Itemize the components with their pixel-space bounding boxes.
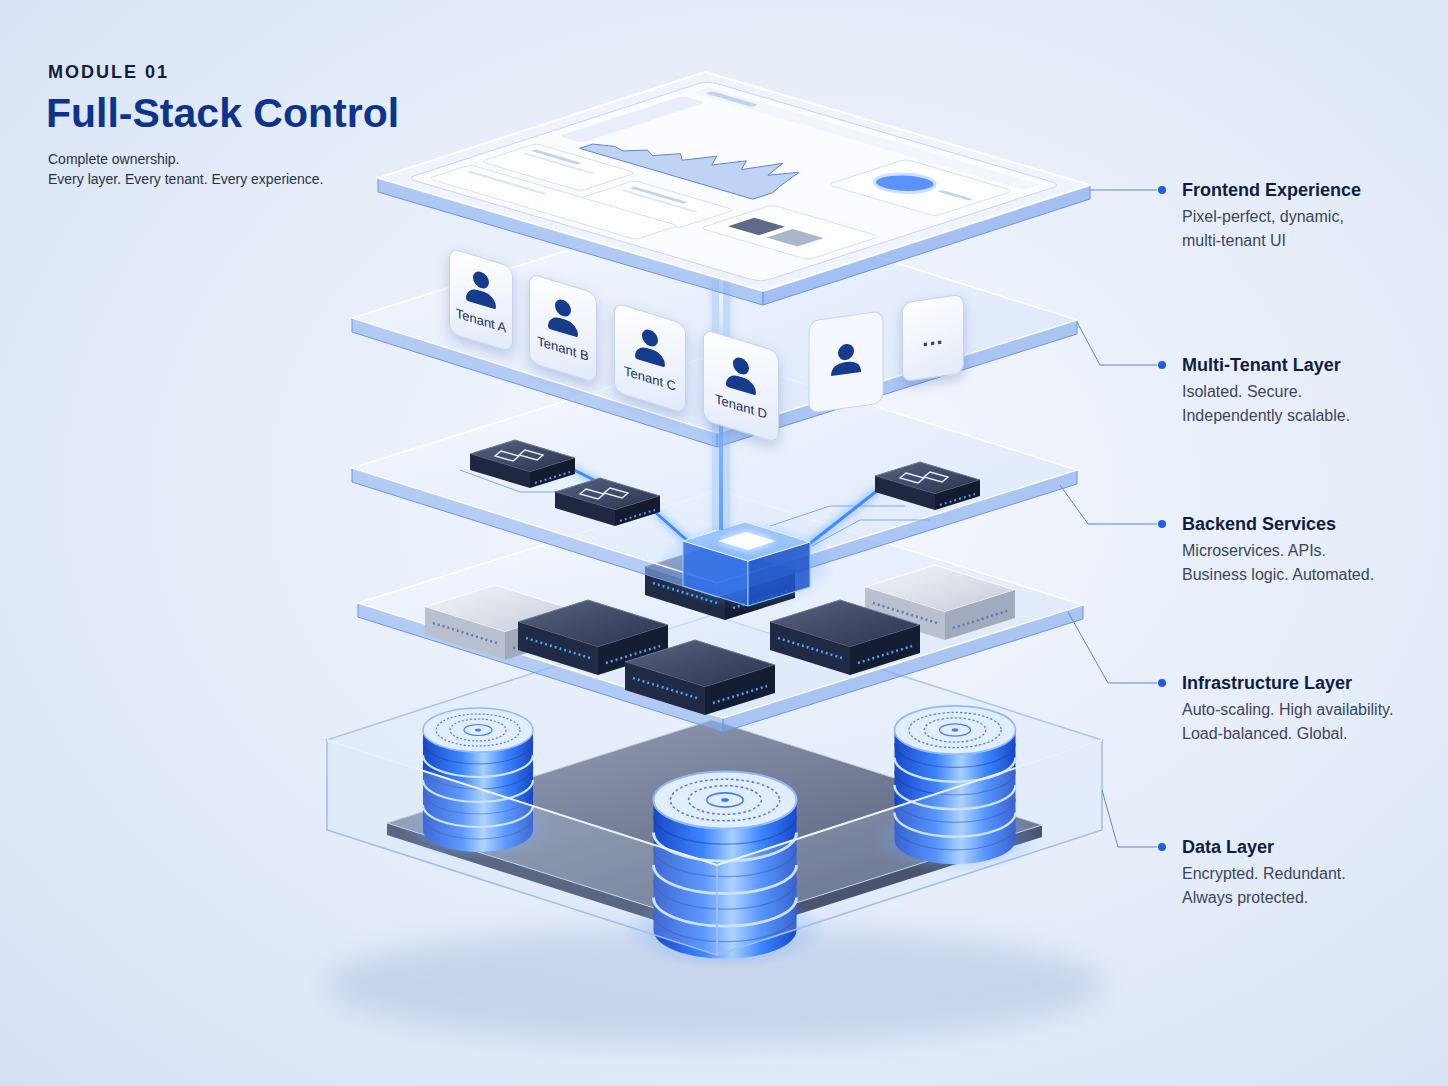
- dashboard-screen: [705, 91, 758, 107]
- leader-line: [1060, 190, 1157, 847]
- tenant-card: Tenant C: [614, 302, 686, 414]
- layer-description: Encrypted. Redundant. Always protected.: [1182, 862, 1382, 910]
- core-cube: [657, 520, 837, 610]
- layer-description: Microservices. APIs. Business logic. Aut…: [1182, 539, 1387, 587]
- callout-bullet: [1158, 520, 1166, 528]
- data-layer-wall: [327, 740, 717, 865]
- tenant-name: Tenant B: [537, 333, 588, 364]
- subtitle: Every layer. Every tenant. Every experie…: [48, 169, 323, 189]
- dashboard-screen: [428, 165, 678, 240]
- data-layer-wall: [327, 740, 717, 955]
- service-wire: [812, 520, 930, 546]
- server-unit: [625, 640, 775, 715]
- tenant-card: Tenant B: [529, 273, 597, 384]
- leader-line: [1077, 322, 1157, 365]
- subtitle: Complete ownership.: [48, 149, 180, 169]
- person-icon: [466, 286, 496, 309]
- leader-line: [1090, 190, 1157, 191]
- leader-line: [1102, 790, 1157, 847]
- layer-heading: Data Layer: [1182, 835, 1274, 859]
- layer-heading: Frontend Experience: [1182, 178, 1361, 202]
- blank-tenant-card: [831, 360, 861, 376]
- layer-heading: Infrastructure Layer: [1182, 671, 1352, 695]
- core-cube: [718, 532, 776, 550]
- server-unit: [770, 600, 920, 675]
- person-icon: [473, 270, 489, 291]
- service-module: [555, 478, 660, 526]
- callout-bullet: [1158, 843, 1166, 851]
- callout-bullet: [1158, 186, 1166, 851]
- module-label: MODULE 01: [48, 61, 169, 83]
- dashboard-screen: [700, 205, 880, 260]
- layer-description: Auto-scaling. High availability. Load-ba…: [1182, 698, 1414, 746]
- person-icon: [635, 344, 665, 367]
- service-module: [875, 462, 980, 510]
- dashboard-screen: [621, 190, 697, 213]
- dashboard-screen: [938, 190, 973, 201]
- tenant-name: Tenant A: [456, 305, 507, 335]
- person-icon: [733, 356, 749, 377]
- core-cube: [683, 522, 810, 561]
- service-wire: [808, 490, 878, 545]
- blank-tenant-card: [809, 311, 883, 413]
- tenant-card: ...: [902, 294, 964, 383]
- leader-line: [1068, 612, 1157, 683]
- dashboard-screen: [862, 170, 947, 196]
- service-module: [470, 440, 575, 488]
- diagram-title: Full-Stack Control: [46, 90, 399, 136]
- layer-heading: Backend Services: [1182, 512, 1336, 536]
- tenant-name: Tenant D: [715, 391, 767, 422]
- person-icon: [726, 372, 756, 395]
- person-icon: [642, 328, 658, 349]
- data-layer-wall: [717, 740, 1102, 865]
- core-cube: [657, 520, 837, 610]
- person-icon: [548, 314, 578, 337]
- blank-tenant-card: [809, 311, 883, 413]
- callout-bullet: [1158, 186, 1166, 194]
- callout-bullet: [1158, 361, 1166, 369]
- tenant-card: Tenant A: [449, 247, 513, 353]
- person-icon: [555, 298, 571, 319]
- dashboard-screen: [827, 159, 1013, 216]
- leader-line: [1060, 485, 1157, 524]
- layer-heading: Multi-Tenant Layer: [1182, 353, 1341, 377]
- blank-tenant-card: [838, 343, 854, 361]
- dashboard-screen: [406, 81, 1061, 282]
- dashboard-screen: [767, 229, 824, 247]
- dashboard-screen: [466, 171, 547, 195]
- layer-description: Pixel-perfect, dynamic, multi-tenant UI: [1182, 205, 1377, 253]
- data-layer-wall: [327, 740, 1102, 955]
- dashboard-screen: [406, 81, 1061, 282]
- tenant-card: Tenant D: [703, 328, 779, 443]
- callout-bullet: [1158, 679, 1166, 687]
- tenant-name: Tenant C: [624, 363, 676, 394]
- data-layer-wall: [717, 740, 1102, 955]
- dashboard-screen: [559, 96, 706, 143]
- dashboard-screen: [522, 153, 595, 174]
- dashboard-screen: [728, 218, 785, 236]
- layer-description: Isolated. Secure. Independently scalable…: [1182, 380, 1382, 428]
- more-tenants: ...: [922, 324, 943, 353]
